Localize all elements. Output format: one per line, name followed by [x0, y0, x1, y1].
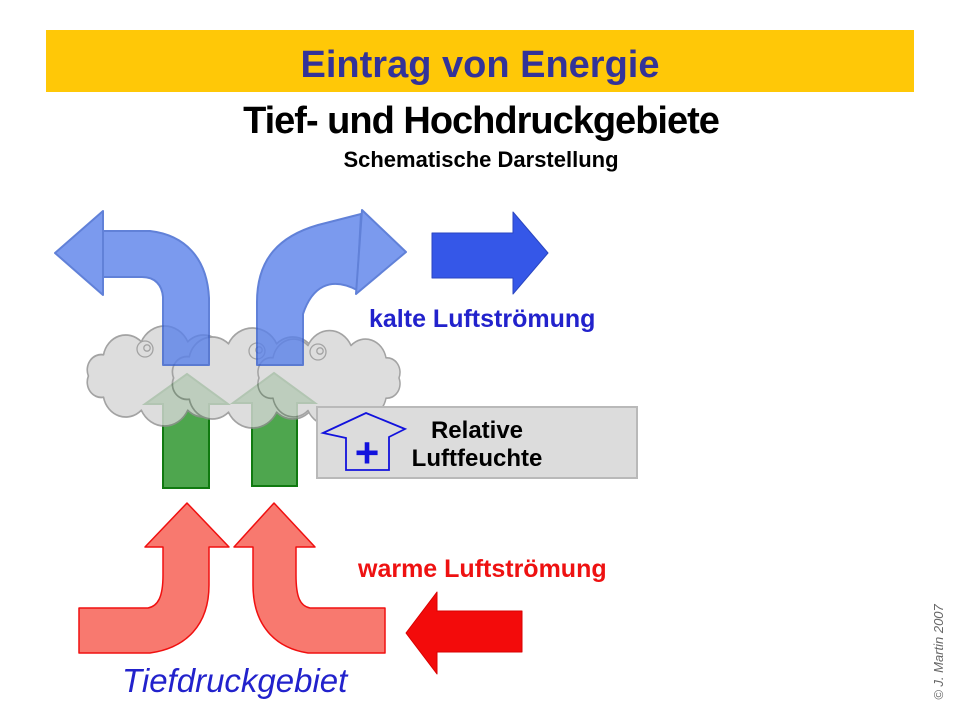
- copyright-note: © J. Martin 2007: [931, 603, 946, 699]
- warm-arrow-right: [233, 502, 386, 654]
- humidity-label-line1: Relative: [431, 417, 523, 444]
- humidity-box: + Relative Luftfeuchte: [316, 406, 638, 479]
- cold-arrow-right-head: [355, 209, 407, 295]
- plus-icon: +: [355, 429, 380, 476]
- warm-arrow-left: [78, 502, 230, 654]
- cold-arrow-right-shaft: [256, 213, 362, 366]
- warm-straight-arrow: [405, 591, 523, 675]
- humidity-label-line2: Luftfeuchte: [412, 445, 543, 472]
- humidity-box-background: [316, 406, 638, 479]
- cold-flow-arrows: [54, 209, 407, 366]
- header-banner: [46, 30, 914, 92]
- warm-flow-label: warme Luftströmung: [357, 555, 607, 583]
- page-subtitle: Schematische Darstellung: [343, 147, 618, 172]
- cold-arrow-left-head: [54, 210, 104, 296]
- banner-title: Eintrag von Energie: [301, 44, 660, 86]
- swirl-icon: [143, 344, 151, 352]
- warm-flow-arrows: [78, 502, 386, 654]
- page-title: Tief- und Hochdruckgebiete: [243, 100, 719, 142]
- up-arrow-outline-icon: [320, 412, 408, 471]
- low-pressure-label: Tiefdruckgebiet: [122, 662, 349, 699]
- cold-straight-arrow: [431, 211, 549, 295]
- cold-flow-label: kalte Luftströmung: [369, 305, 595, 333]
- swirl-icon: [316, 347, 324, 355]
- cold-arrow-left-shaft: [102, 230, 210, 366]
